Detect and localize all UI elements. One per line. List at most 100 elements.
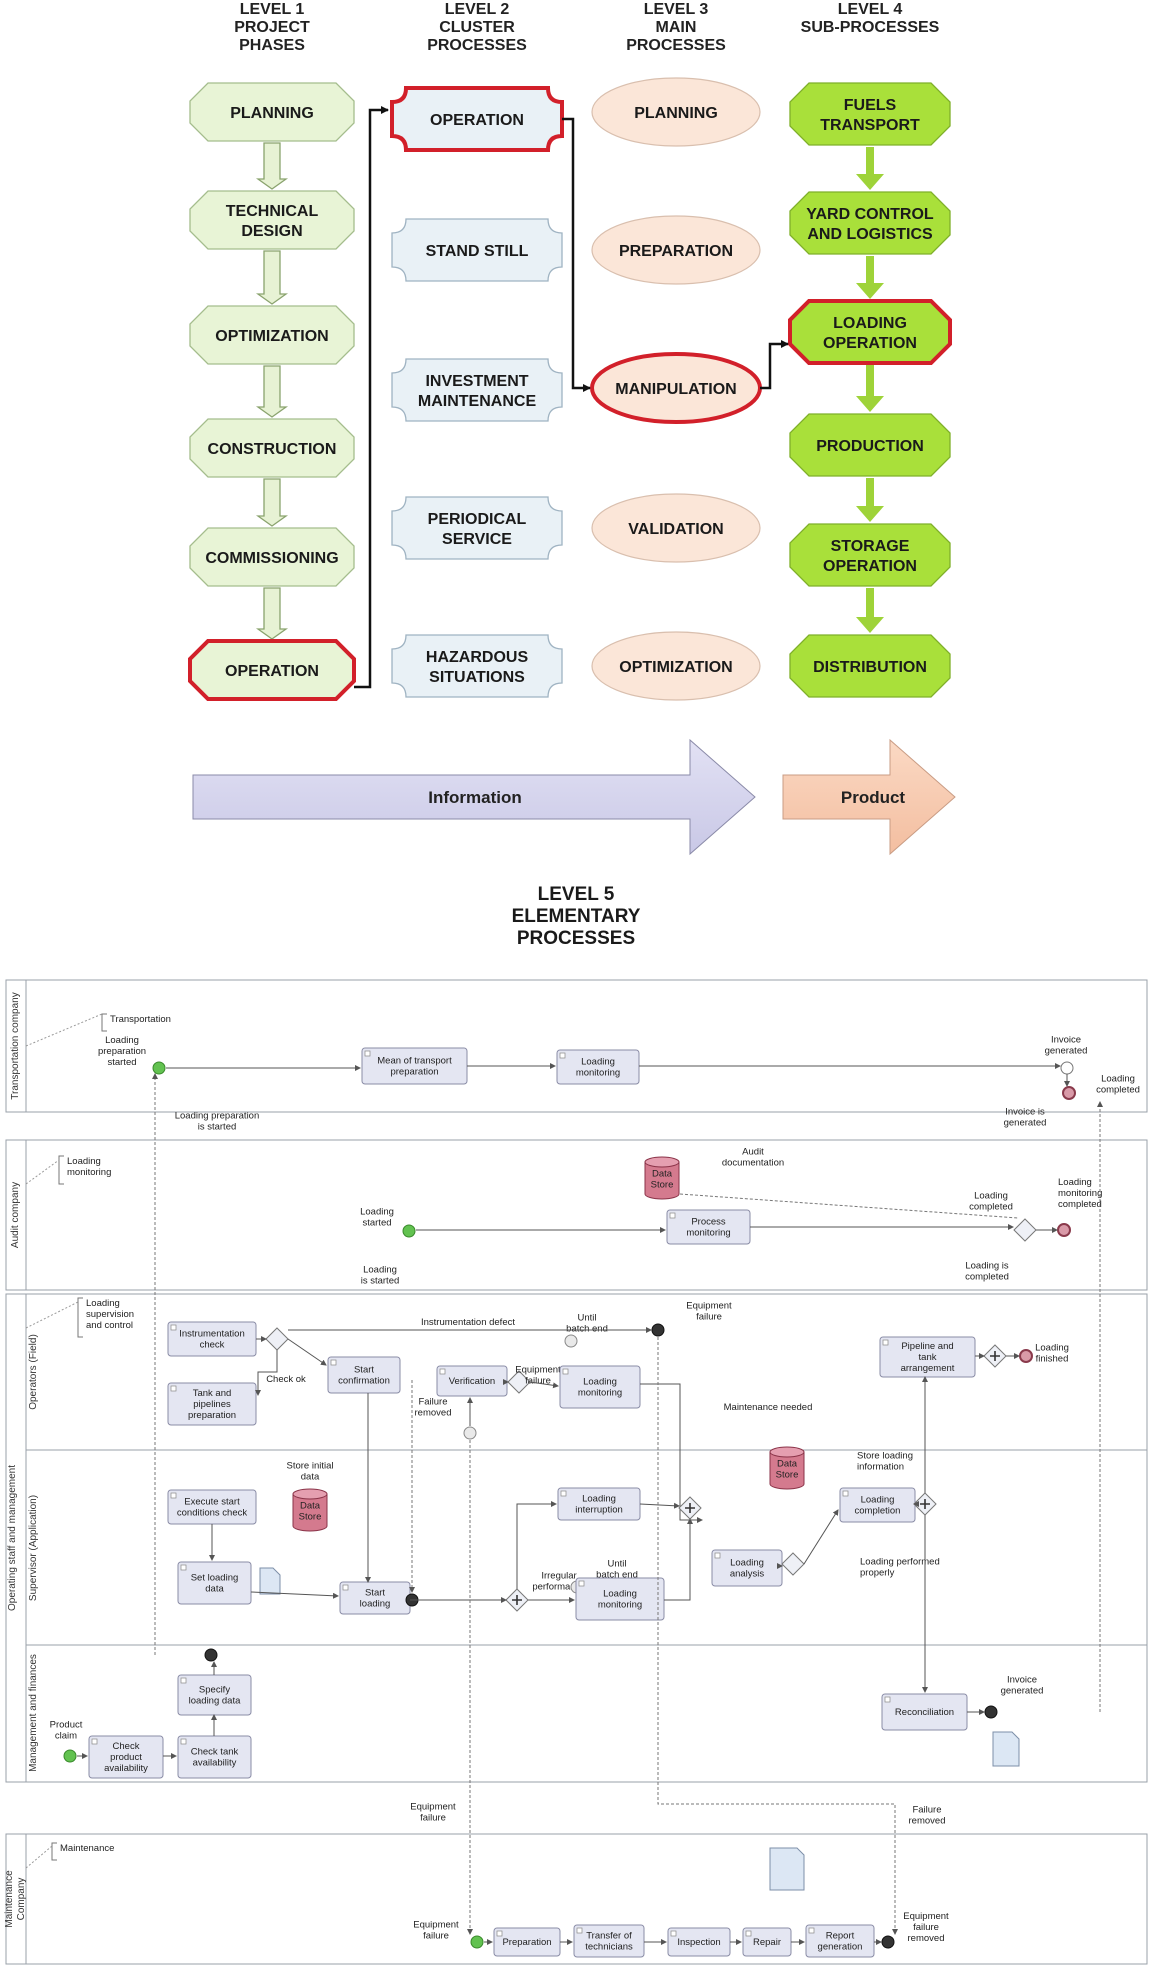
lane-label: Company — [16, 1878, 27, 1921]
level1-phase-label: CONSTRUCTION — [208, 441, 337, 458]
lane-label: Audit company — [10, 1182, 21, 1248]
intermediate-event-batch-end — [564, 1334, 578, 1348]
lane-label: Maintenance — [4, 1870, 15, 1928]
product-arrow — [782, 738, 956, 856]
level4-subprocess-shape — [788, 299, 952, 365]
task-marker-icon — [170, 1492, 177, 1499]
task-inspection-label: Inspection — [677, 1937, 720, 1948]
lane-label: Operators (Field) — [28, 1334, 39, 1410]
document-invoice — [992, 1731, 1020, 1767]
flow-set-loading-to-start — [250, 1591, 339, 1599]
flow-gateway-to-tank-prep — [255, 1350, 278, 1396]
level2-cluster-shape — [391, 218, 563, 282]
level4-subprocess-shape — [789, 523, 951, 587]
document-maintenance-report — [769, 1847, 805, 1891]
task-marker-icon — [808, 1927, 815, 1934]
label-instrumentation-defect: Instrumentation defect — [421, 1317, 515, 1328]
annotation-bracket — [77, 1297, 83, 1338]
lane-label: Transportation company — [10, 992, 21, 1099]
level1-phase-shape — [189, 190, 355, 250]
task-marker-icon — [439, 1368, 446, 1375]
task-marker-icon — [496, 1930, 503, 1937]
level2-cluster-shape — [391, 496, 563, 560]
task-marker-icon — [364, 1050, 371, 1057]
intermediate-event-failure-removed — [463, 1426, 477, 1440]
annotation-link — [25, 1159, 60, 1185]
end-event-loading-monitoring-completed — [1057, 1223, 1071, 1237]
level3-process-shape — [591, 215, 761, 285]
task-marker-icon — [170, 1324, 177, 1331]
annotation-transportation: Transportation — [110, 1014, 171, 1025]
intermediate-event-invoice — [984, 1705, 998, 1719]
label-check-ok: Check ok — [266, 1374, 306, 1385]
start-event-product-claim — [63, 1749, 77, 1763]
gateway-check-ok — [265, 1327, 289, 1351]
task-marker-icon — [330, 1359, 337, 1366]
level4-subprocess-shape — [789, 413, 951, 477]
level4-subprocess-shape — [789, 634, 951, 698]
data-store-top — [769, 1446, 805, 1458]
connector-l2-to-l3 — [562, 117, 591, 392]
lane-label: Supervisor (Application) — [28, 1495, 39, 1601]
task-marker-icon — [714, 1552, 721, 1559]
task-marker-icon — [578, 1580, 585, 1587]
gateway-plus-icon — [920, 1499, 930, 1509]
level4-connector-head — [856, 396, 884, 412]
flow-gateway-to-completion — [803, 1509, 839, 1565]
task-set-loading-data — [177, 1561, 252, 1605]
annotation-bracket — [58, 1155, 64, 1185]
level2-cluster-shape — [391, 358, 563, 422]
task-loading-monitoring-supervisor — [575, 1577, 665, 1621]
level3-process-label: MANIPULATION — [615, 381, 736, 398]
flow-interruption-to-join — [639, 1502, 680, 1509]
task-marker-icon — [560, 1490, 567, 1497]
information-arrow-label: Information — [428, 788, 522, 807]
level4-connector-head — [856, 174, 884, 190]
level3-process-label: PLANNING — [634, 105, 718, 122]
data-store-top — [644, 1156, 680, 1168]
level1-down-arrow — [255, 587, 289, 640]
gateway-plus-icon — [990, 1351, 1000, 1361]
annotation-link — [25, 1013, 103, 1047]
flow-equipment-failure-to-maintenance — [657, 1337, 898, 1935]
level1-phase-shape — [189, 418, 355, 478]
product-arrow-label: Product — [841, 788, 906, 807]
data-store-top — [292, 1488, 328, 1500]
annotation-link — [25, 1845, 53, 1869]
level1-down-arrow — [255, 142, 289, 190]
